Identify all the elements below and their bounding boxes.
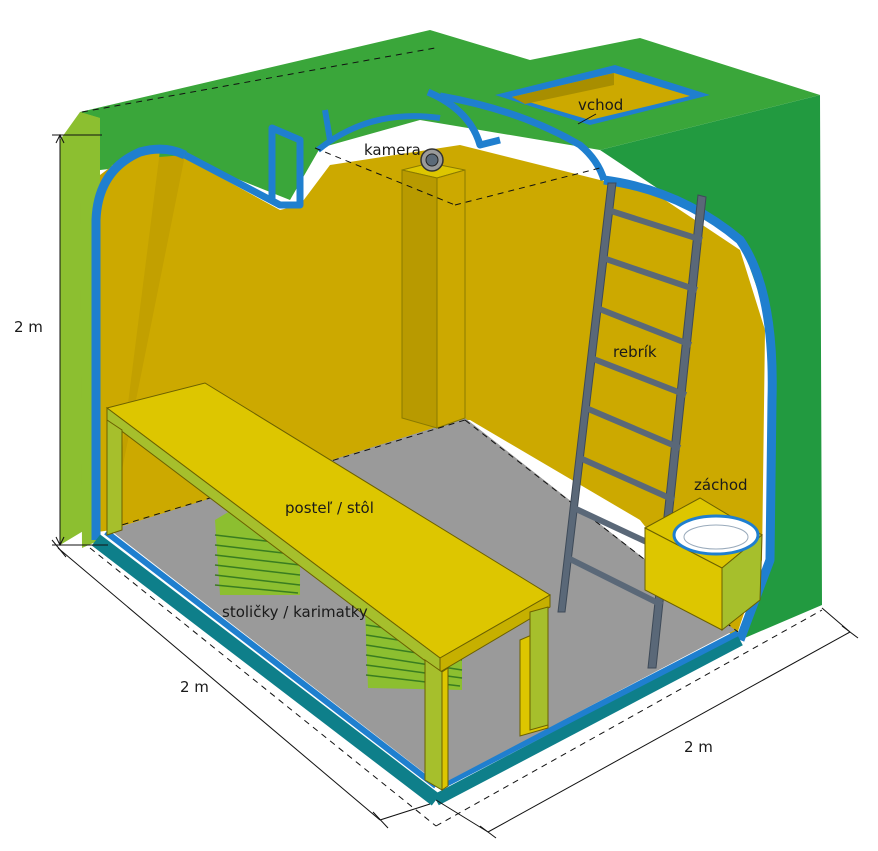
label-bed-table: posteľ / stôl	[285, 499, 374, 517]
label-leaders	[577, 113, 597, 125]
label-width-left: 2 m	[180, 678, 209, 696]
shell-outline	[91, 88, 777, 806]
dimensions	[51, 133, 859, 839]
bed-table	[105, 382, 551, 791]
toilet	[643, 497, 763, 632]
label-entrance: vchod	[578, 96, 623, 114]
label-stools-mats: stoličky / karimatky	[222, 603, 368, 621]
label-height: 2 m	[14, 318, 43, 336]
label-width-right: 2 m	[684, 738, 713, 756]
camera-icon	[420, 148, 444, 172]
label-toilet: záchod	[694, 476, 748, 494]
label-ladder: rebrík	[613, 343, 657, 361]
camera-pillar	[401, 162, 466, 429]
entrance-hatch	[495, 65, 710, 125]
label-camera: kamera	[364, 141, 421, 159]
